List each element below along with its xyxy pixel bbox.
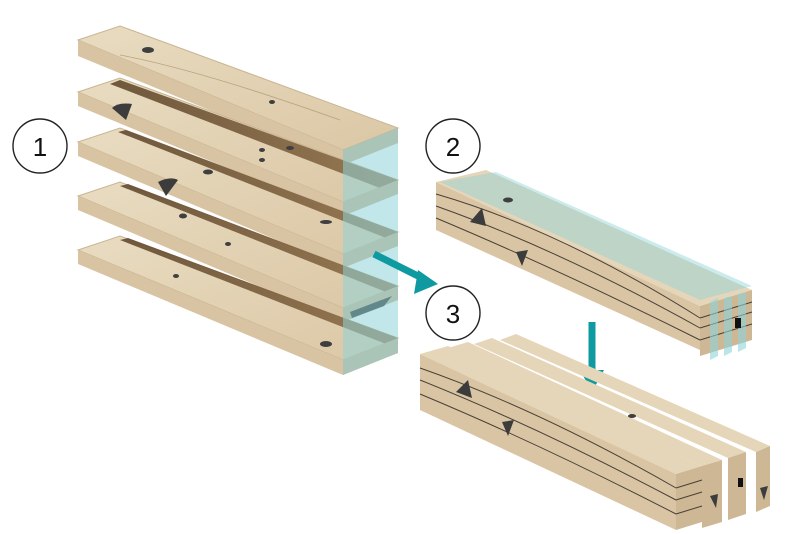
beam-back <box>500 334 770 512</box>
split-beams <box>419 334 770 530</box>
knot-icon <box>112 103 132 120</box>
knot-icon <box>179 213 187 219</box>
knot-icon <box>320 341 332 347</box>
knot-icon <box>203 169 213 175</box>
knot-icon <box>225 242 231 246</box>
beam-2 <box>448 342 722 528</box>
knot-icon <box>516 250 528 266</box>
knot-icon <box>503 197 513 203</box>
knot-icon <box>259 158 265 162</box>
step-2-label: 2 <box>446 132 460 162</box>
board-5 <box>76 235 400 375</box>
knot-icon <box>259 148 265 152</box>
step-3-label: 3 <box>446 299 460 329</box>
glue-band <box>343 128 398 375</box>
step-1-marker: 1 <box>12 118 68 174</box>
separated-boards <box>76 25 400 375</box>
beam-front <box>419 346 768 530</box>
knot-icon <box>470 208 486 226</box>
step-2-marker: 2 <box>425 118 481 174</box>
step-3-marker: 3 <box>425 285 481 341</box>
knot-icon <box>269 100 275 104</box>
knot-icon <box>158 178 178 196</box>
beam-3 <box>474 338 746 520</box>
knot-icon <box>628 414 636 418</box>
knot-icon <box>320 220 332 224</box>
knot-icon <box>456 380 472 398</box>
knot-icon <box>173 274 179 278</box>
arrow-step-1-to-2 <box>372 250 438 294</box>
glued-stack <box>435 170 753 360</box>
knot-icon <box>286 146 294 150</box>
knot-icon <box>142 47 154 53</box>
knot-icon <box>502 420 514 436</box>
step-1-label: 1 <box>33 132 47 162</box>
